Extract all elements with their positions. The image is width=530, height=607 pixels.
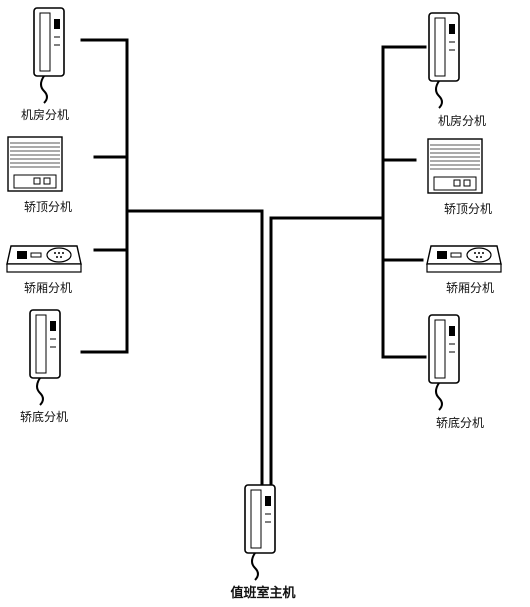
- label-right-car-cabin: 轿厢分机: [445, 281, 494, 295]
- label-left-car-bottom: 轿底分机: [19, 410, 68, 424]
- intercom-handset-icon: [33, 7, 65, 104]
- label-right-car-bottom: 轿底分机: [435, 416, 484, 430]
- right-trunk-line: [269, 216, 385, 487]
- left-trunk-line: [125, 209, 264, 487]
- car-top-speaker-icon: [7, 136, 63, 192]
- intercom-handset-icon: [244, 484, 276, 581]
- car-top-speaker-icon: [427, 138, 483, 194]
- label-right-car-top: 轿顶分机: [443, 202, 492, 216]
- label-right-machine-room: 机房分机: [437, 114, 486, 128]
- intercom-handset-icon: [428, 12, 460, 109]
- car-cabin-speaker-icon: [426, 245, 502, 273]
- car-cabin-speaker-icon: [6, 245, 82, 273]
- label-left-car-top: 轿顶分机: [23, 200, 72, 214]
- label-left-car-cabin: 轿厢分机: [23, 281, 72, 295]
- intercom-handset-icon: [428, 314, 460, 411]
- intercom-handset-icon: [29, 309, 61, 406]
- label-master-station: 值班室主机: [230, 586, 296, 601]
- label-left-machine-room: 机房分机: [20, 108, 69, 122]
